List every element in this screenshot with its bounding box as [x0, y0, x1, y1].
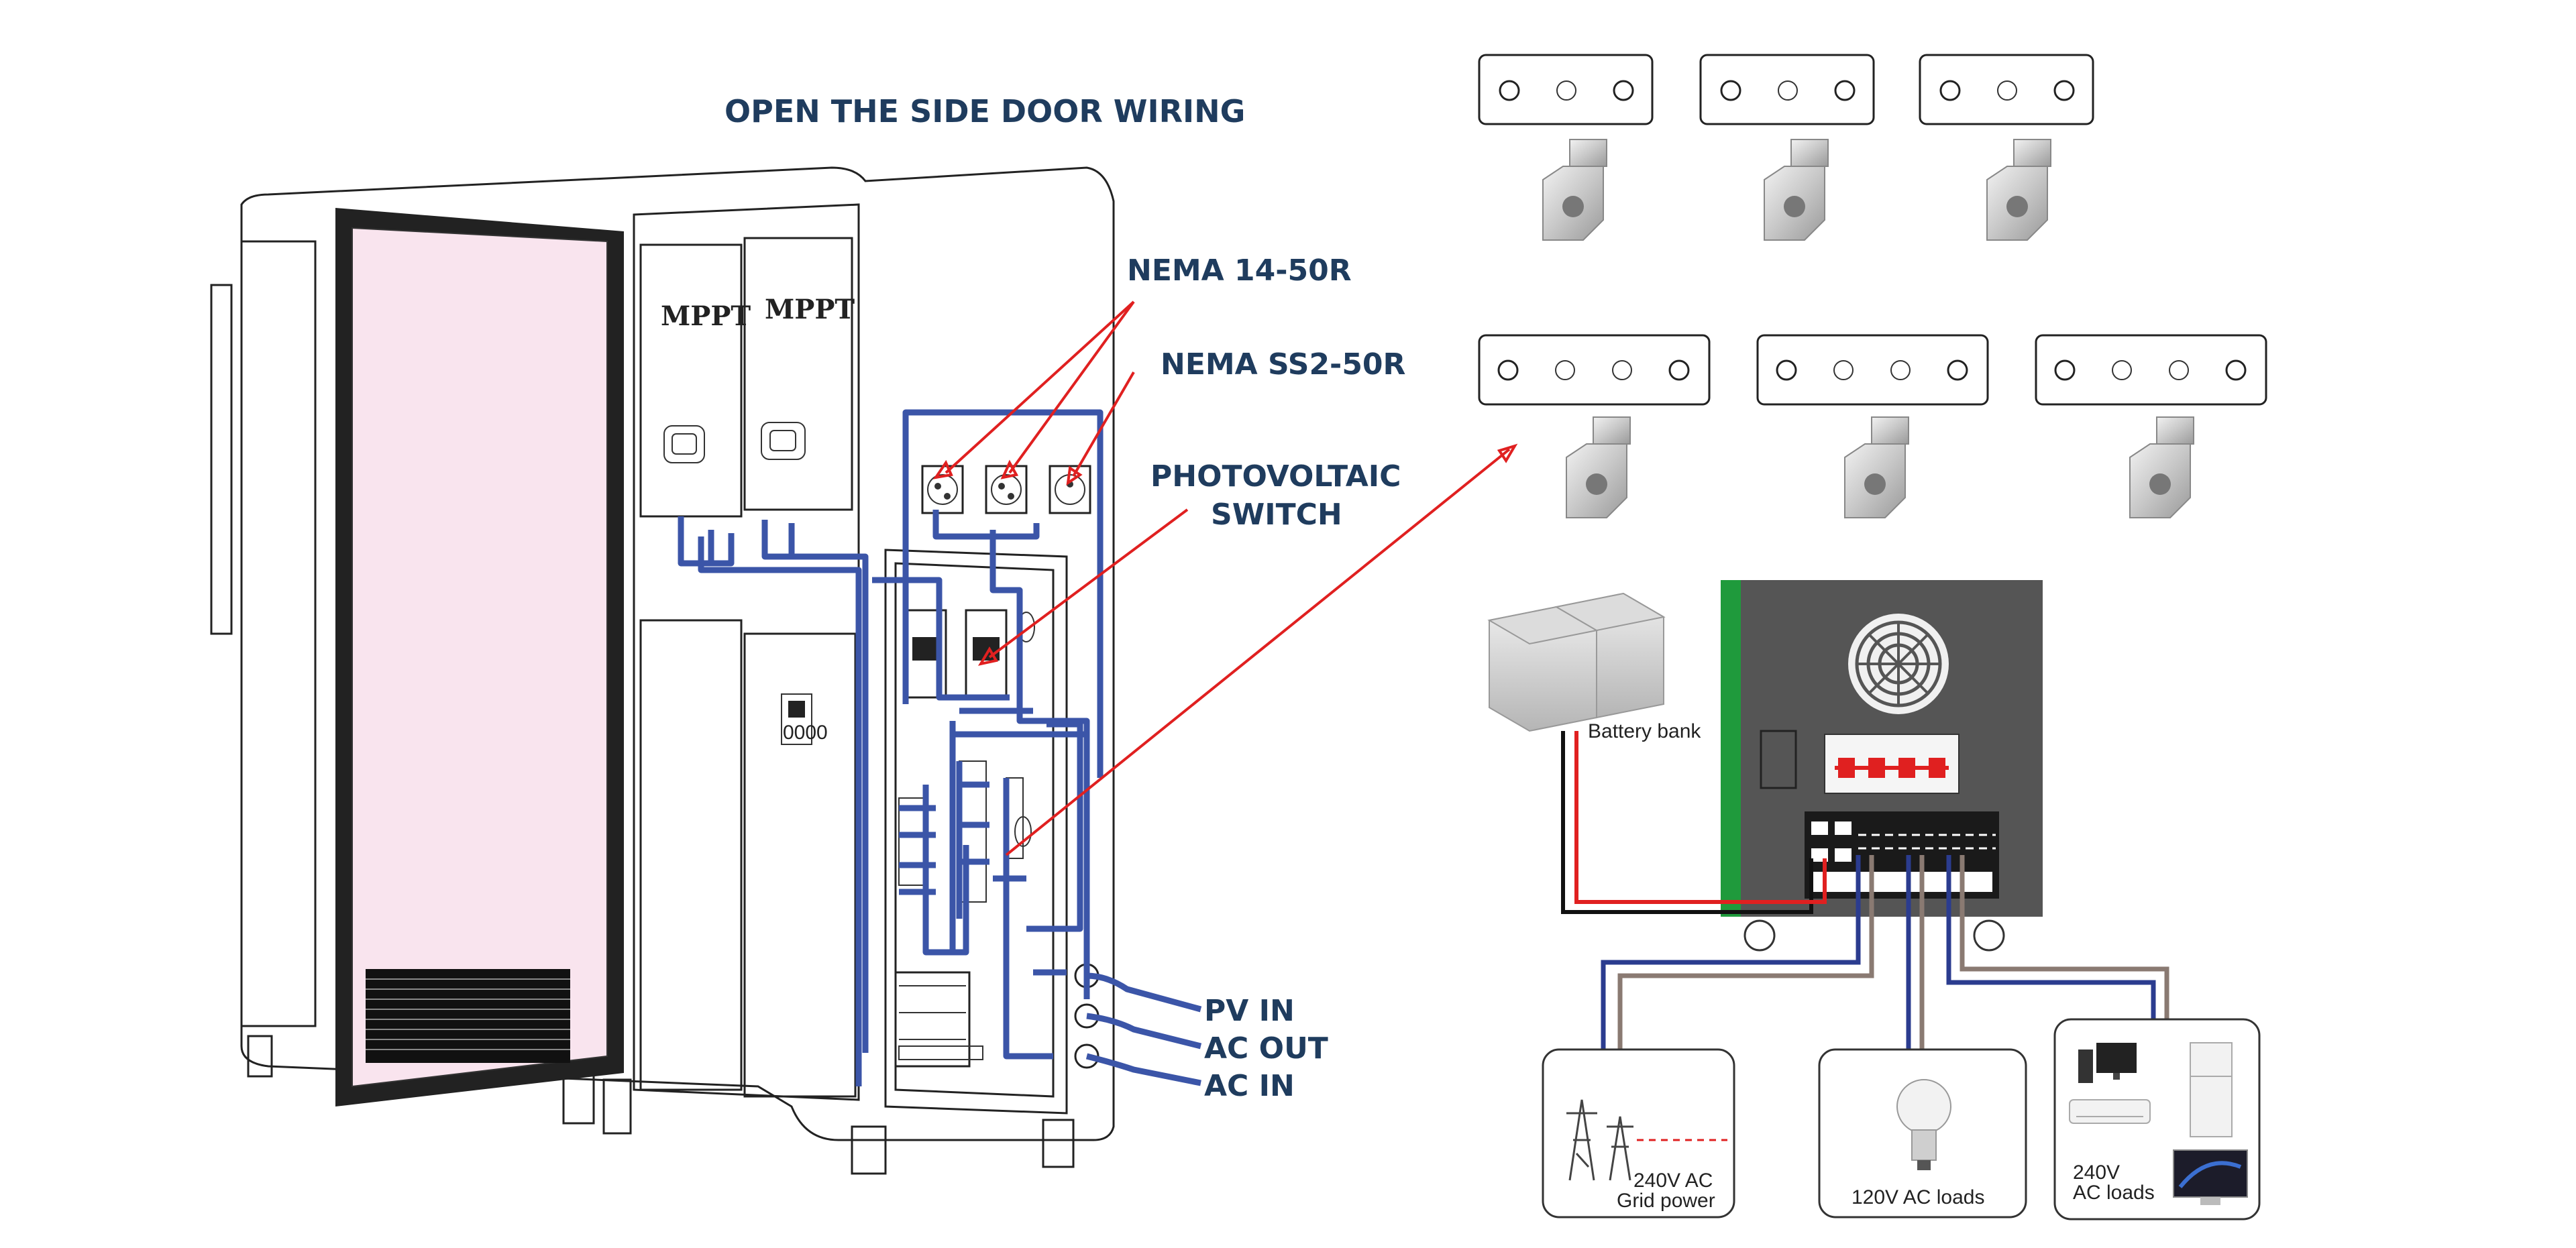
loads-240v-label: AC loads — [2073, 1182, 2155, 1204]
lug-plates-3-hole — [1478, 54, 2094, 125]
inverter-breakers — [1824, 734, 1960, 794]
label-ac-in: AC IN — [1204, 1069, 1295, 1103]
lug-connector — [1844, 416, 1909, 518]
mppt-module-1: MPPT — [639, 243, 751, 518]
grid-label-voltage: 240V AC — [1633, 1170, 1713, 1192]
lug-plate-3-hole — [1478, 54, 1654, 125]
lug-connector — [1764, 139, 1829, 241]
loads-240v-voltage: 240V — [2073, 1161, 2120, 1184]
battery-bank-label: Battery bank — [1588, 720, 1701, 742]
lug-plate-4-hole — [2035, 334, 2267, 406]
lug-plates-4-hole — [1478, 334, 2267, 406]
light-bulb-icon — [1896, 1079, 1951, 1170]
lug-connector — [1986, 139, 2051, 241]
lug-connectors — [1542, 139, 2194, 518]
fan-icon — [1848, 614, 1949, 714]
grid-label-power: Grid power — [1617, 1190, 1715, 1212]
door-vent-grille — [366, 969, 570, 1063]
refrigerator-icon — [2190, 1042, 2233, 1137]
computer-icon — [2078, 1043, 2137, 1083]
loads-120v-label: 120V AC loads — [1851, 1186, 1984, 1208]
monitor-icon — [2173, 1149, 2248, 1205]
lug-plate-4-hole — [1478, 334, 1711, 406]
lug-connector — [1566, 416, 1631, 518]
inverter-terminal-strip — [1805, 811, 1999, 899]
lug-connector — [1542, 139, 1607, 241]
lug-plate-3-hole — [1699, 54, 1875, 125]
grid-power-box: 240V AC Grid power — [1542, 1048, 1735, 1218]
power-tower-icon — [1566, 1099, 1727, 1181]
blue-wiring — [678, 409, 1202, 1086]
inverter-unit — [1721, 580, 2043, 952]
label-ac-out: AC OUT — [1204, 1031, 1328, 1066]
mppt-module-2: MPPT — [743, 237, 855, 511]
cabinet: MPPT MPPT 0000 — [210, 166, 1115, 1175]
nema-14-50r-socket-2 — [985, 465, 1028, 514]
control-panel-display: 0000 — [781, 693, 828, 745]
lug-plate-3-hole — [1919, 54, 2094, 125]
mppt-label: MPPT — [765, 294, 855, 325]
callout-nema-14-50r: NEMA 14-50R — [1127, 253, 1352, 288]
lug-connector — [2129, 416, 2194, 518]
svg-text:0000: 0000 — [783, 722, 828, 744]
open-side-door — [335, 208, 624, 1107]
battery-bank-icon — [1487, 592, 1666, 732]
loads-120v-box: 120V AC loads — [1818, 1048, 2027, 1218]
mppt-label: MPPT — [661, 300, 751, 332]
output-wiring — [1601, 855, 2169, 1053]
loads-240v-box: 240V AC loads — [2053, 1018, 2261, 1221]
diagram-title: OPEN THE SIDE DOOR WIRING — [724, 93, 1245, 129]
callout-nema-ss2-50r: NEMA SS2-50R — [1161, 347, 1405, 382]
callout-arrows — [932, 300, 1518, 856]
callout-switch: SWITCH — [1211, 498, 1342, 532]
lug-plate-4-hole — [1756, 334, 1989, 406]
air-conditioner-icon — [2069, 1099, 2151, 1124]
nema-14-50r-socket-1 — [921, 465, 964, 514]
label-pv-in: PV IN — [1204, 994, 1295, 1028]
callout-photovoltaic: PHOTOVOLTAIC — [1150, 459, 1401, 494]
